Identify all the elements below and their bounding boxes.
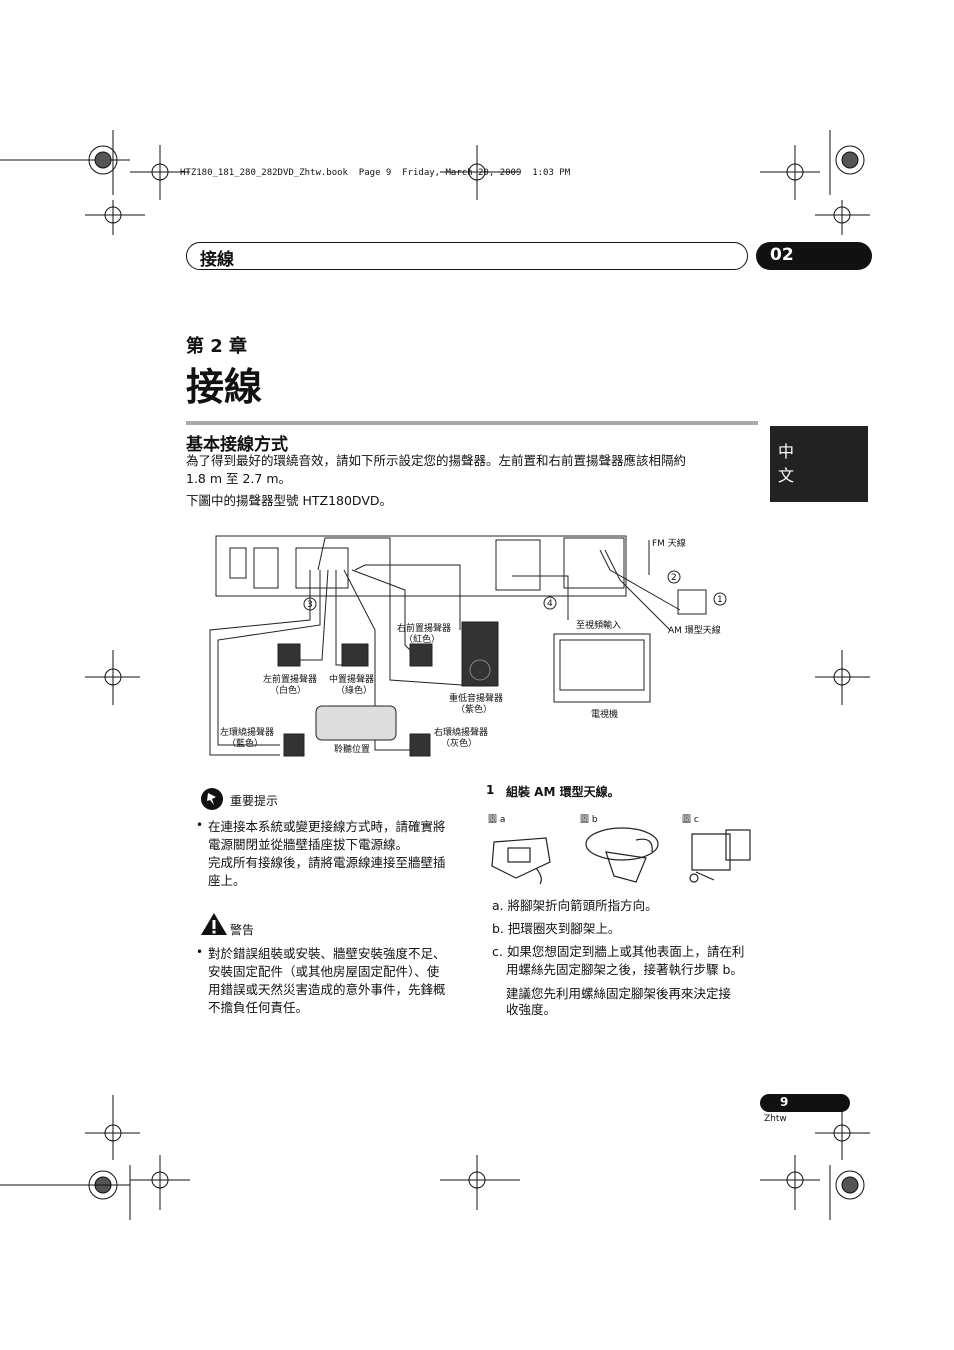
warning-icon — [201, 913, 227, 935]
warning-title: 警告 — [230, 923, 255, 937]
important-bullet: • — [196, 818, 204, 832]
center-label: 中置揚聲器 — [329, 673, 374, 685]
language-tab-label: 中文 — [778, 442, 795, 485]
step-c-line-2: 用螺絲先固定腳架之後，接著執行步驟 b。 — [506, 962, 743, 977]
video-in-label: 至視頻輸入 — [576, 619, 621, 631]
marker-4: 4 — [547, 599, 553, 609]
receiver-unit — [215, 535, 627, 597]
front-right-color: （紅色） — [404, 633, 440, 645]
surround-right-color: （灰色） — [441, 737, 477, 749]
surround-right-label: 右環繞揚聲器 — [434, 726, 488, 738]
fm-label: FM 天線 — [652, 537, 686, 549]
front-right-label: 右前置揚聲器 — [397, 622, 451, 634]
front-left-label: 左前置揚聲器 — [263, 673, 317, 685]
warning-line-2: 安裝固定配件（或其他房屋固定配件）、使 — [208, 964, 440, 979]
surround-left-color: （藍色） — [227, 737, 263, 749]
step-c-line-3: 建議您先利用螺絲固定腳架後再來決定接 — [506, 986, 732, 1001]
subwoofer — [461, 621, 499, 687]
section-rule — [186, 421, 758, 425]
language-tab — [770, 426, 868, 502]
surround-left-label: 左環繞揚聲器 — [220, 726, 274, 738]
warning-line-4: 不擔負任何責任。 — [208, 1000, 309, 1015]
chapter-label: 第 2 章 — [186, 336, 248, 357]
front-left-color: （白色） — [270, 684, 306, 696]
page-number: 9 — [780, 1095, 789, 1109]
step-a: a. 將腳架折向箭頭所指方向。 — [492, 898, 658, 913]
marker-3: 3 — [307, 600, 313, 610]
chapter-badge — [756, 242, 872, 270]
important-line-1: 在連接本系統或變更接線方式時，請確實將 — [208, 819, 446, 834]
important-line-2: 電源關閉並從牆壁插座拔下電源線。 — [208, 837, 409, 852]
subwoofer-label: 重低音揚聲器 — [449, 692, 503, 704]
section-paragraph-2: 下圖中的揚聲器型號 HTZ180DVD。 — [186, 493, 393, 508]
listening-sofa — [315, 705, 397, 741]
am-label: AM 環型天線 — [668, 624, 721, 636]
step-number: 1 — [486, 783, 495, 797]
step-c-line-4: 收強度。 — [506, 1002, 557, 1017]
file-info: HTZ180_181_280_282DVD_Zhtw.book Page 9 F… — [180, 168, 571, 178]
fig-c-label: 圖 c — [682, 815, 699, 825]
warning-line-3: 用錯誤或天然災害造成的意外事件，先鋒概 — [208, 982, 446, 997]
important-line-3: 完成所有接線後，請將電源線連接至牆壁插 — [208, 855, 446, 870]
section-title: 基本接線方式 — [186, 435, 288, 455]
step-c-line-1: c. 如果您想固定到牆上或其他表面上，請在利 — [492, 944, 745, 959]
marker-2: 2 — [671, 573, 677, 583]
chapter-title: 接線 — [186, 365, 263, 409]
header-title: 接線 — [200, 250, 234, 270]
connection-diagram: 3 4 2 1 FM 天線 AM 環型天線 至視頻輸入 電視機 右前置揚聲器 （… — [209, 535, 727, 757]
tv-label: 電視機 — [591, 708, 618, 720]
warning-line-1: 對於錯誤組裝或安裝、牆壁安裝強度不足、 — [208, 946, 446, 961]
section-paragraph-1: 為了得到最好的環繞音效，請如下所示設定您的揚聲器。左前置和右前置揚聲器應該相隔約 — [186, 453, 687, 468]
surround-left-speaker — [283, 733, 305, 757]
page-language: Zhtw — [764, 1114, 787, 1124]
fig-a-label: 圖 a — [488, 815, 506, 825]
listening-label: 聆聽位置 — [334, 743, 370, 755]
page-number-badge — [760, 1094, 850, 1112]
important-line-4: 座上。 — [208, 873, 246, 888]
surround-right-speaker — [409, 733, 431, 757]
step-b: b. 把環圈夾到腳架上。 — [492, 921, 621, 936]
fig-b-label: 圖 b — [580, 815, 598, 825]
front-right-speaker — [409, 643, 433, 667]
front-left-speaker — [277, 643, 301, 667]
important-title: 重要提示 — [230, 794, 279, 808]
am-antenna-assembly-figures — [491, 827, 751, 885]
important-icon — [201, 788, 223, 810]
tv-set — [553, 633, 651, 703]
section-paragraph-1b: 1.8 m 至 2.7 m。 — [186, 471, 292, 486]
center-speaker — [341, 643, 369, 667]
chapter-number: 02 — [770, 245, 794, 265]
step-title: 組裝 AM 環型天線。 — [506, 785, 620, 799]
marker-1: 1 — [717, 595, 723, 605]
warning-bullet: • — [196, 945, 204, 959]
subwoofer-color: （紫色） — [456, 703, 492, 715]
center-color: （綠色） — [336, 684, 372, 696]
header-bar — [186, 242, 748, 270]
